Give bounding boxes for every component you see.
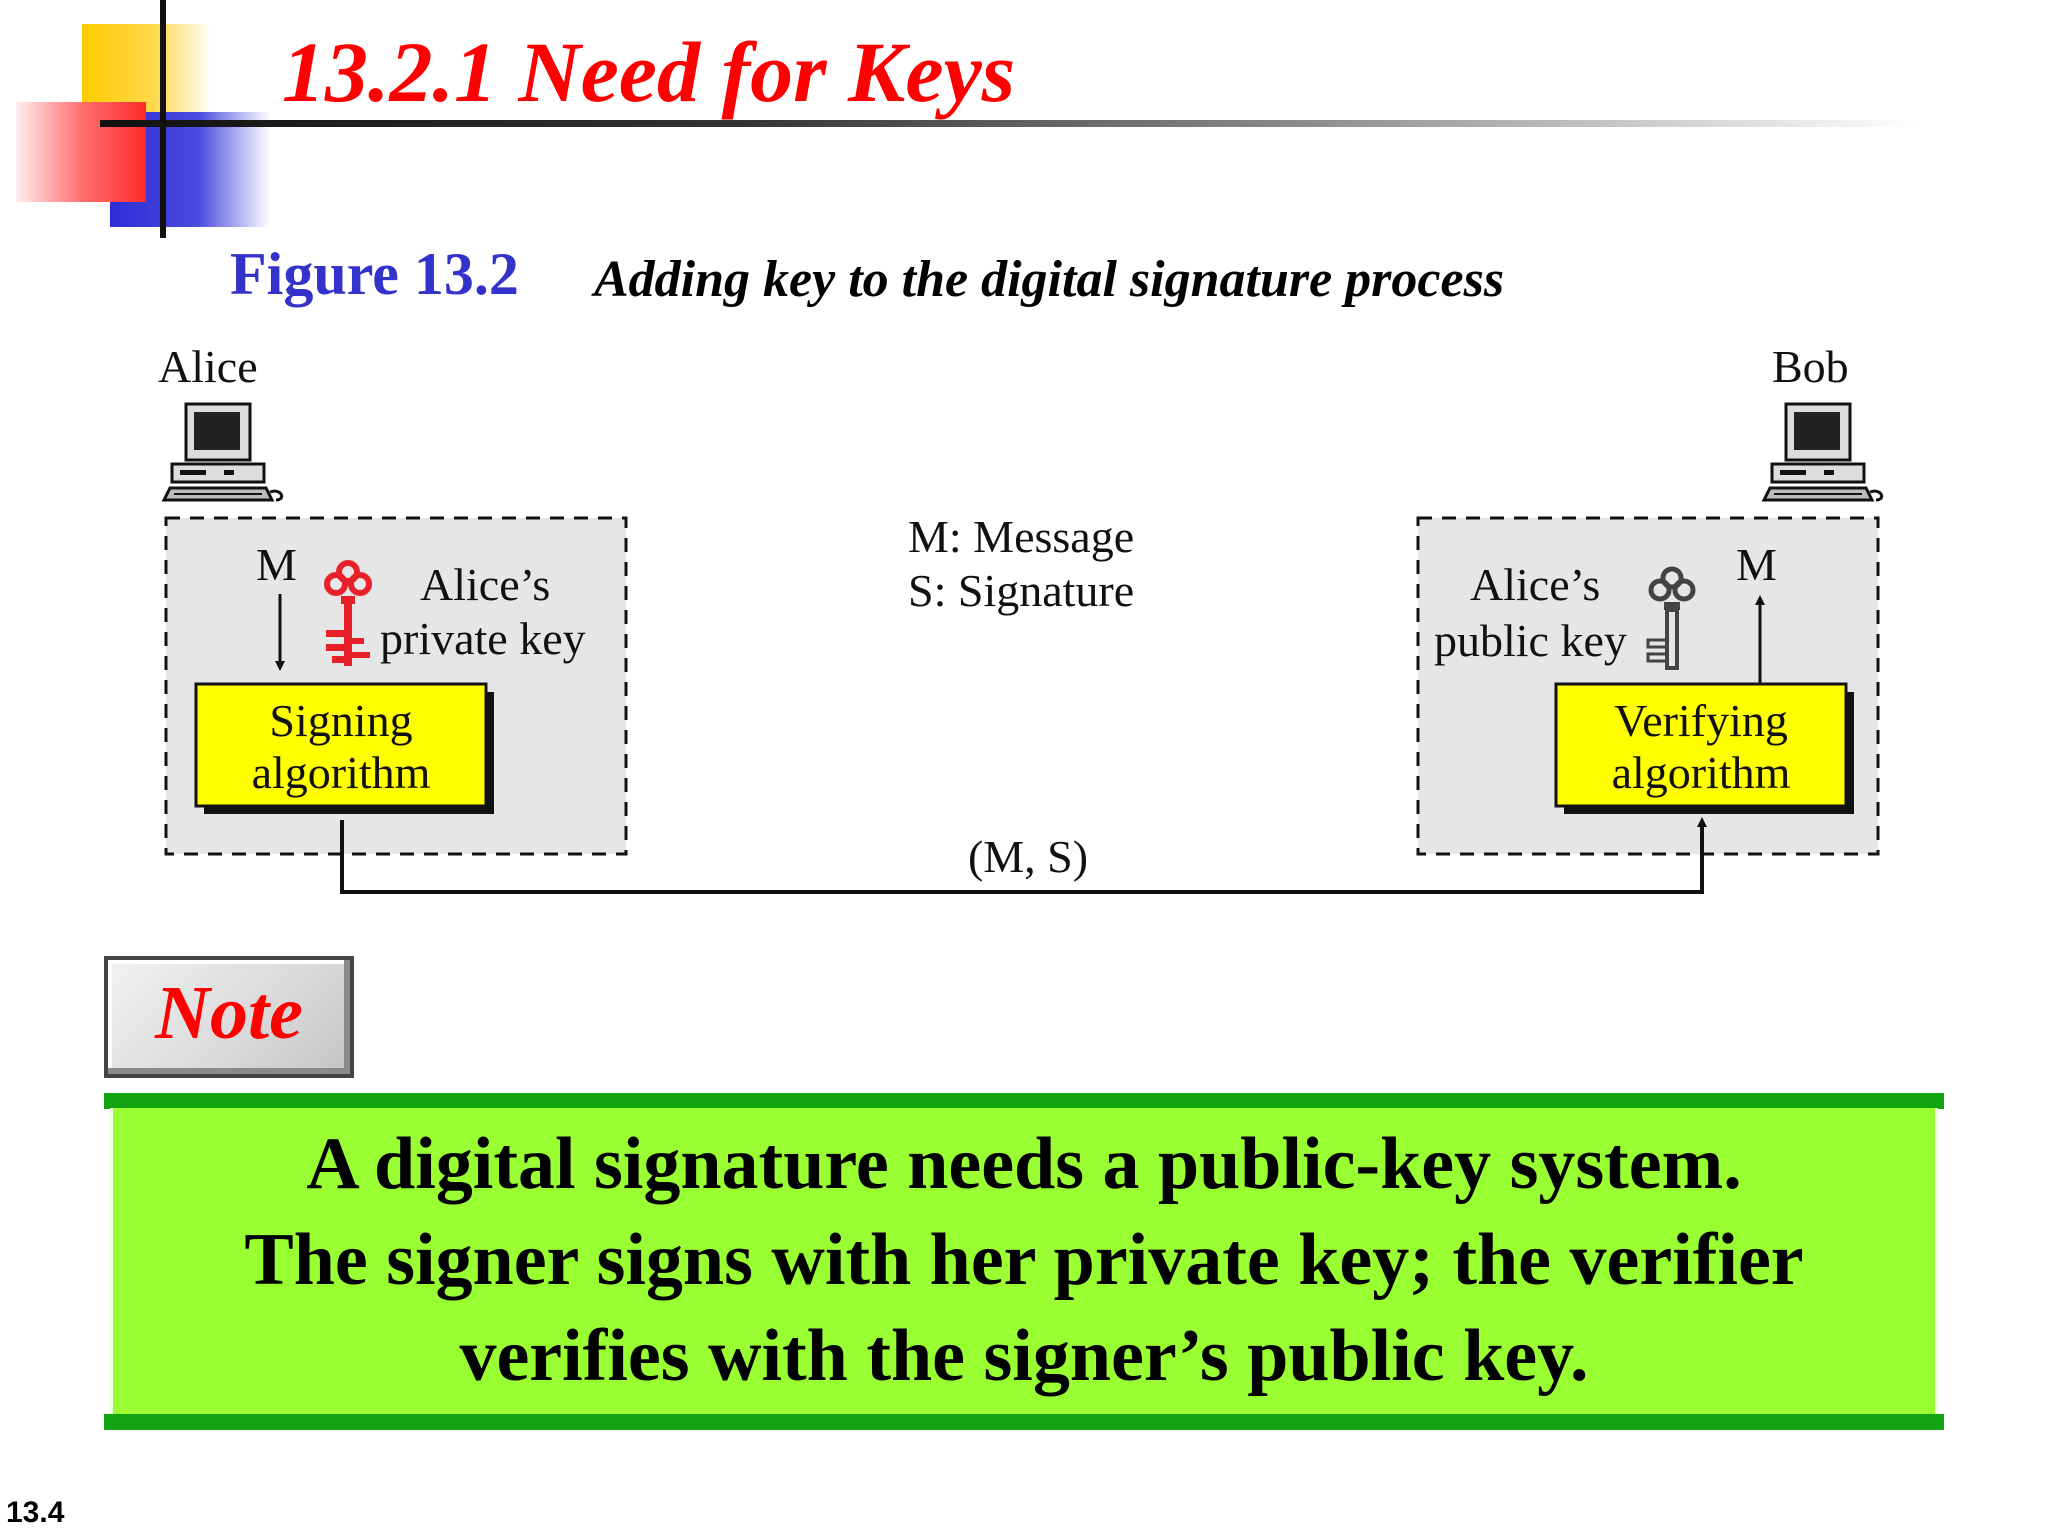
private-key-label-line1: Alice’s	[420, 559, 550, 610]
note-line-3: verifies with the signer’s public key.	[459, 1315, 1589, 1397]
bob-computer-icon	[1761, 402, 1884, 502]
public-key-label-line2: public key	[1434, 615, 1627, 666]
note-top-bar	[104, 1093, 1944, 1109]
public-key-icon	[1646, 566, 1696, 670]
note-label: Note	[155, 971, 303, 1055]
signing-algorithm-box	[194, 682, 488, 808]
verifying-algorithm-label-line2: algorithm	[1612, 747, 1791, 798]
note-text: A digital signature needs a public-key s…	[110, 1116, 1938, 1404]
note-line-2: The signer signs with her private key; t…	[244, 1219, 1804, 1301]
header-red-square	[16, 102, 146, 202]
signing-algorithm-label-line1: Signing	[269, 695, 412, 746]
slide-title: 13.2.1 Need for Keys	[282, 24, 1016, 120]
signed-message-channel	[340, 817, 1707, 894]
note-box	[110, 1108, 1938, 1414]
figure-label: Figure 13.2	[230, 241, 519, 307]
signing-algorithm-label-line2: algorithm	[252, 747, 431, 798]
private-key-icon	[324, 560, 372, 666]
note-bottom-bar	[104, 1414, 1944, 1430]
alice-label: Alice	[158, 341, 258, 392]
receiver-message-label: M	[1736, 539, 1777, 590]
figure-caption: Adding key to the digital signature proc…	[594, 251, 1505, 308]
private-key-label-line2: private key	[380, 613, 586, 664]
legend-signature: S: Signature	[908, 565, 1134, 616]
header-vertical-rule	[160, 0, 166, 238]
header-horizontal-rule	[100, 120, 1920, 127]
slide-number: 13.4	[6, 1496, 65, 1529]
verifying-algorithm-box	[1554, 682, 1848, 808]
note-button	[104, 956, 354, 1078]
alice-computer-icon	[161, 402, 284, 502]
bob-label: Bob	[1772, 341, 1849, 392]
channel-label: (M, S)	[968, 831, 1088, 882]
note-line-1: A digital signature needs a public-key s…	[306, 1123, 1742, 1205]
sender-message-label: M	[256, 539, 297, 590]
verifying-algorithm-label-line1: Verifying	[1614, 695, 1788, 746]
legend-message: M: Message	[908, 511, 1134, 562]
public-key-label-line1: Alice’s	[1470, 559, 1600, 610]
